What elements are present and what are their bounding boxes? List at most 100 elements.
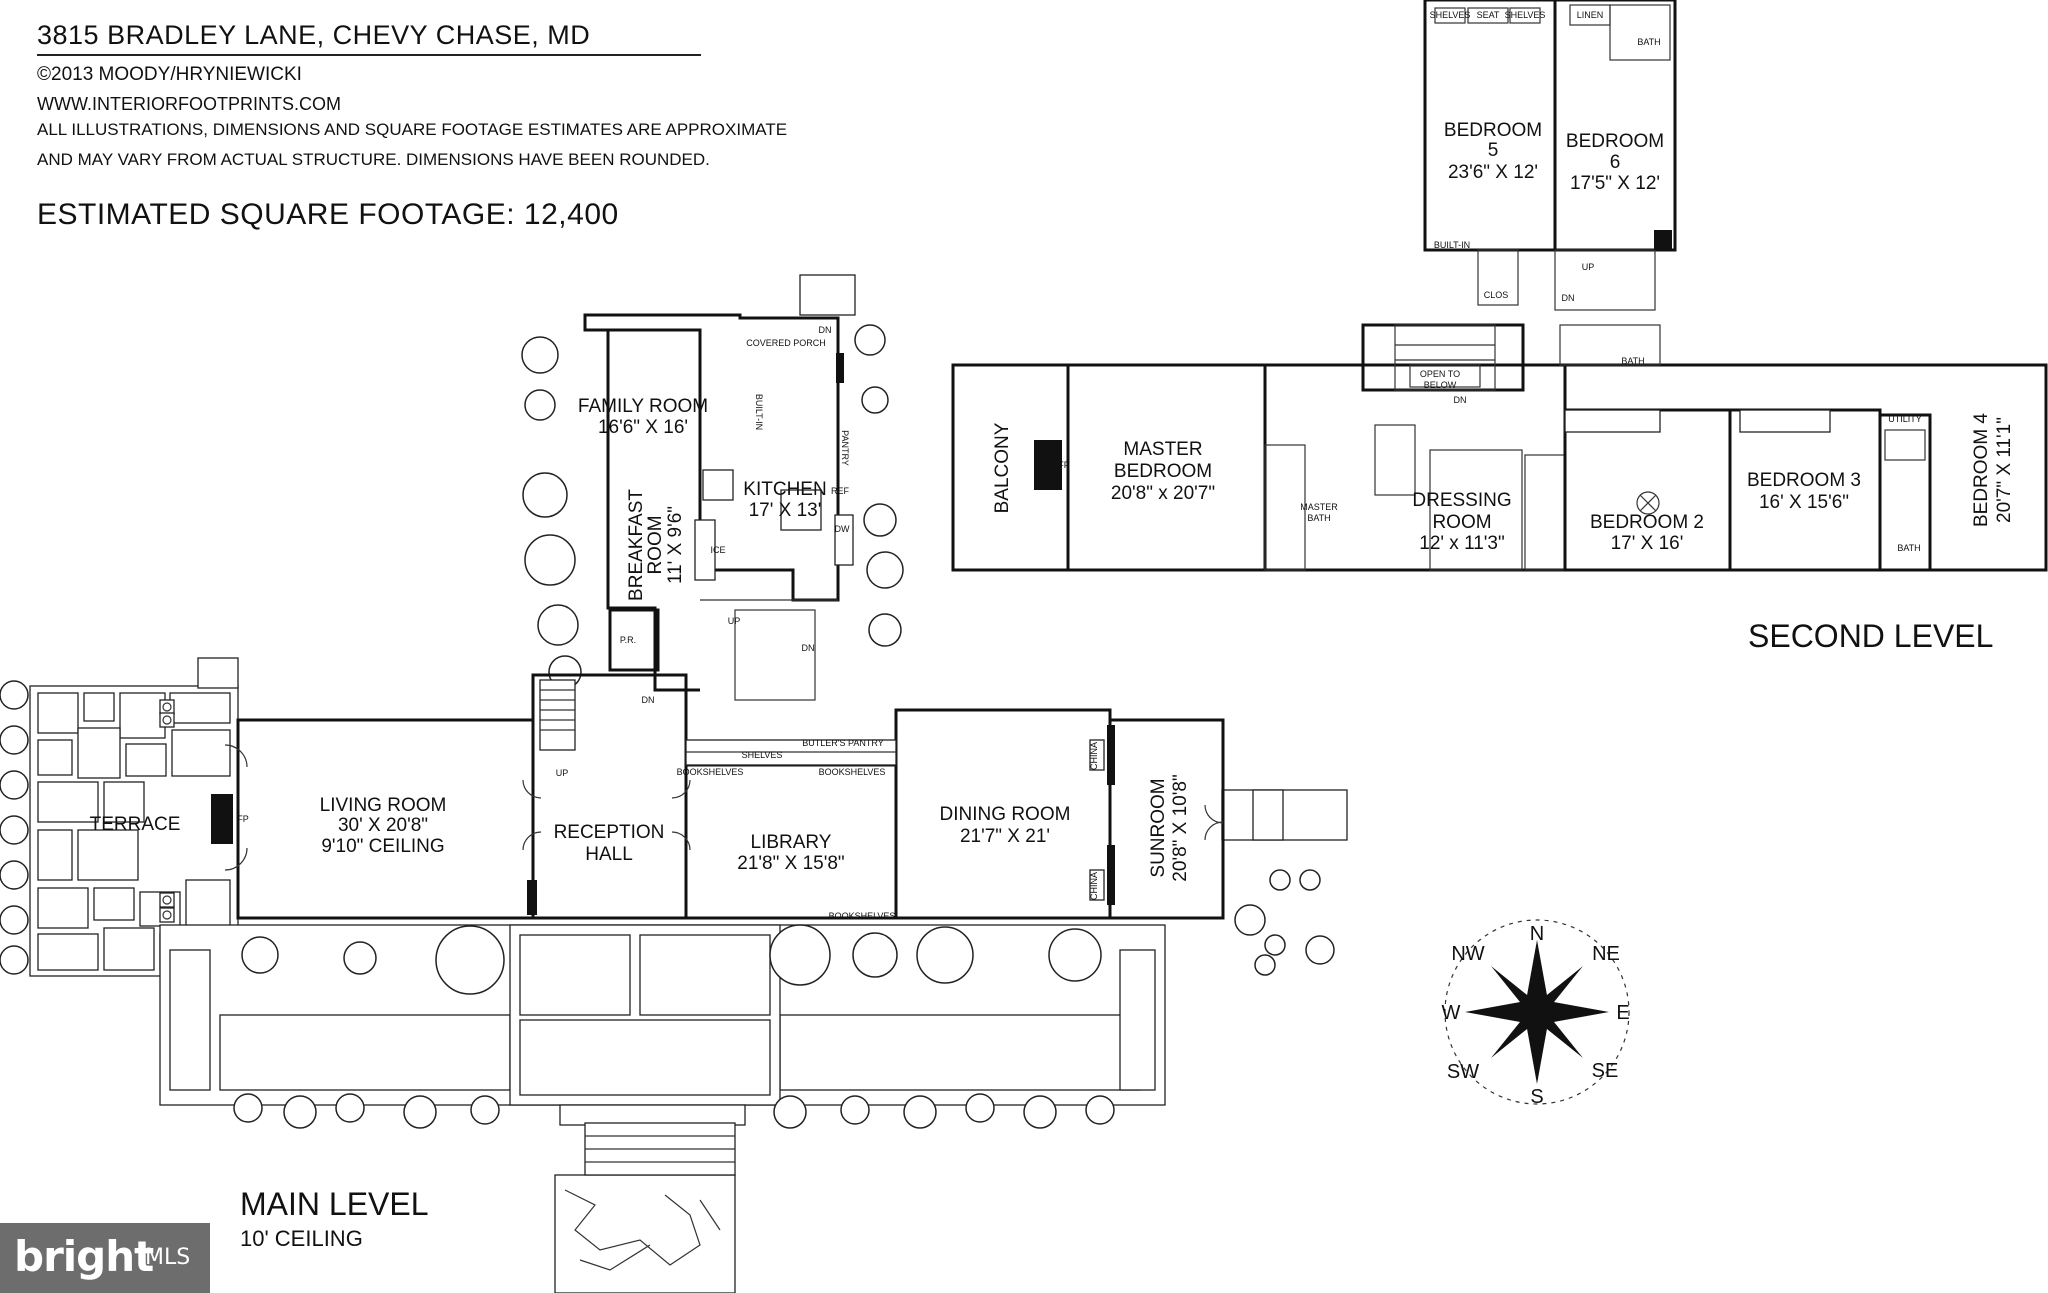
compass-e: E xyxy=(1616,1002,1629,1024)
bath-label-3: BATH xyxy=(1897,543,1920,553)
ice-label: ICE xyxy=(710,545,725,555)
sunroom-name: SUNROOM xyxy=(1148,778,1169,877)
stair-up-label-upper: UP xyxy=(1582,262,1595,272)
bedroom-5-name-1: BEDROOM xyxy=(1444,120,1542,141)
stair-up-label-1: UP xyxy=(556,768,569,778)
second-level-walls xyxy=(951,0,2048,572)
covered-porch-label: COVERED PORCH xyxy=(746,338,826,348)
main-level-walls xyxy=(211,313,1225,920)
utility-label: UTILITY xyxy=(1888,414,1922,424)
dressing-room-name-2: ROOM xyxy=(1432,512,1491,533)
bedroom-5-dimensions: 23'6" X 12' xyxy=(1448,162,1538,183)
main-level-subtitle: 10' CEILING xyxy=(240,1226,363,1251)
dressing-room-dimensions: 12' x 11'3" xyxy=(1419,533,1504,554)
compass-sw: SW xyxy=(1447,1061,1479,1083)
bedroom-3-name: BEDROOM 3 xyxy=(1747,470,1861,491)
bedroom-6-dimensions: 17'5" X 12' xyxy=(1570,173,1660,194)
stair-dn-label-upper-1: DN xyxy=(1562,293,1575,303)
living-room-name: LIVING ROOM xyxy=(320,795,447,816)
bath-label-1: BATH xyxy=(1621,356,1644,366)
powder-room-label: P.R. xyxy=(620,635,636,645)
kitchen-dimensions: 17' X 13' xyxy=(749,500,822,521)
pantry-label: PANTRY xyxy=(840,430,850,466)
disclaimer-line-1: ALL ILLUSTRATIONS, DIMENSIONS AND SQUARE… xyxy=(37,120,788,139)
copyright-line: ©2013 MOODY/HRYNIEWICKI xyxy=(37,64,302,85)
fp-label-upper: FP xyxy=(1058,460,1070,470)
bath-label-2: BATH xyxy=(1637,37,1660,47)
stair-dn-label-1: DN xyxy=(642,695,655,705)
fp-label-main: FP xyxy=(237,814,249,824)
closet-label: CLOS xyxy=(1484,290,1509,300)
master-bath-label-2: BATH xyxy=(1307,513,1330,523)
family-room-name: FAMILY ROOM xyxy=(578,396,708,417)
garden-trees xyxy=(0,324,1335,1129)
dw-label: DW xyxy=(835,524,850,534)
shelves-label-upper-1: SHELVES xyxy=(1430,10,1471,20)
breakfast-room-name-2: ROOM xyxy=(645,515,666,574)
china-label-2: CHINA xyxy=(1089,872,1099,900)
mls-label: MLS xyxy=(145,1245,191,1270)
sunroom-dimensions: 20'8" X 10'8" xyxy=(1170,774,1191,881)
bookshelves-label-3: BOOKSHELVES xyxy=(829,911,896,921)
bedroom-2-name: BEDROOM 2 xyxy=(1590,512,1704,533)
china-label-1: CHINA xyxy=(1089,742,1099,770)
master-bedroom-dimensions: 20'8" x 20'7" xyxy=(1111,483,1215,504)
dressing-room-name-1: DRESSING xyxy=(1412,490,1511,511)
bedroom-6-name-1: BEDROOM xyxy=(1566,131,1664,152)
disclaimer-line-2: AND MAY VARY FROM ACTUAL STRUCTURE. DIME… xyxy=(37,150,710,169)
kitchen-name: KITCHEN xyxy=(743,479,826,500)
terrace-planters xyxy=(159,699,175,923)
main-level-title: MAIN LEVEL xyxy=(240,1186,429,1222)
bright-mls-watermark: bright MLS xyxy=(0,1223,210,1293)
reception-hall-name-2: HALL xyxy=(585,844,633,865)
bookshelves-label-2: BOOKSHELVES xyxy=(819,767,886,777)
bright-logo-wordmark: bright xyxy=(14,1232,154,1281)
shelves-label: SHELVES xyxy=(742,750,783,760)
linen-label: LINEN xyxy=(1577,10,1604,20)
library-name: LIBRARY xyxy=(751,832,832,853)
website-line: WWW.INTERIORFOOTPRINTS.COM xyxy=(37,94,341,114)
built-in-label-upper: BUILT-IN xyxy=(1434,240,1470,250)
bedroom-4-dimensions: 20'7" X 11'1" xyxy=(1994,417,2015,523)
bedroom-2-dimensions: 17' X 16' xyxy=(1611,533,1684,554)
second-level-title: SECOND LEVEL xyxy=(1748,618,1993,654)
property-address: 3815 BRADLEY LANE, CHEVY CHASE, MD xyxy=(37,20,591,50)
compass-se: SE xyxy=(1592,1060,1619,1082)
open-to-below-label-2: BELOW xyxy=(1424,380,1457,390)
dining-room-dimensions: 21'7" X 21' xyxy=(960,826,1050,847)
open-to-below-label-1: OPEN TO xyxy=(1420,369,1460,379)
stair-up-label-2: UP xyxy=(728,616,741,626)
compass-ne: NE xyxy=(1592,943,1620,965)
stair-dn-label-upper-2: DN xyxy=(1454,395,1467,405)
master-bedroom-name-1: MASTER xyxy=(1123,439,1202,460)
bedroom-4-name: BEDROOM 4 xyxy=(1971,413,1992,527)
stair-dn-label-3: DN xyxy=(802,643,815,653)
terrace-paving xyxy=(29,657,239,977)
reception-hall-name-1: RECEPTION xyxy=(554,822,665,843)
breakfast-room-name-1: BREAKFAST xyxy=(626,489,647,601)
family-room-dimensions: 16'6" X 16' xyxy=(598,417,688,438)
compass-n: N xyxy=(1530,923,1544,945)
shelves-label-upper-2: SHELVES xyxy=(1505,10,1546,20)
steps xyxy=(584,274,1348,1176)
living-room-ceiling: 9'10" CEILING xyxy=(321,836,444,857)
bookshelves-label-1: BOOKSHELVES xyxy=(677,767,744,777)
library-dimensions: 21'8" X 15'8" xyxy=(737,853,844,874)
master-bedroom-name-2: BEDROOM xyxy=(1114,461,1212,482)
dining-room-name: DINING ROOM xyxy=(940,804,1071,825)
living-room-dimensions: 30' X 20'8" xyxy=(338,815,428,836)
front-walk-paving xyxy=(159,924,1166,1293)
compass-nw: NW xyxy=(1451,943,1484,965)
terrace-label: TERRACE xyxy=(90,814,181,835)
stair-dn-label-2: DN xyxy=(819,325,832,335)
master-bath-label-1: MASTER xyxy=(1300,502,1338,512)
bedroom-6-name-2: 6 xyxy=(1610,152,1621,173)
square-footage: ESTIMATED SQUARE FOOTAGE: 12,400 xyxy=(37,198,619,231)
compass-w: W xyxy=(1442,1002,1461,1024)
ref-label: REF xyxy=(831,486,850,496)
bedroom-3-dimensions: 16' X 15'6" xyxy=(1759,492,1849,513)
header-underline xyxy=(37,54,701,56)
seat-label: SEAT xyxy=(1477,10,1500,20)
bedroom-5-name-2: 5 xyxy=(1488,140,1499,161)
